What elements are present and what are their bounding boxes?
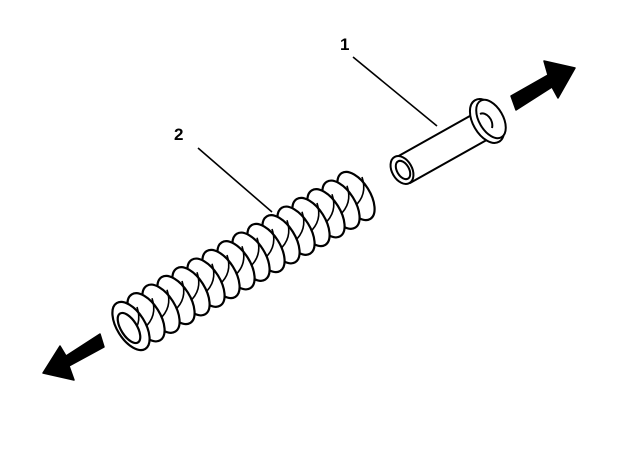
callout-1-label: 1 bbox=[340, 35, 349, 54]
callout-2-leader bbox=[197, 147, 273, 213]
pin bbox=[389, 98, 507, 185]
spring-end-opening bbox=[116, 311, 142, 345]
arrow-right-icon bbox=[510, 60, 576, 111]
arrow-left-icon bbox=[42, 333, 105, 381]
callout-1-leader bbox=[352, 56, 438, 127]
callout-2-label: 2 bbox=[174, 125, 183, 144]
coil-spring bbox=[111, 170, 376, 352]
